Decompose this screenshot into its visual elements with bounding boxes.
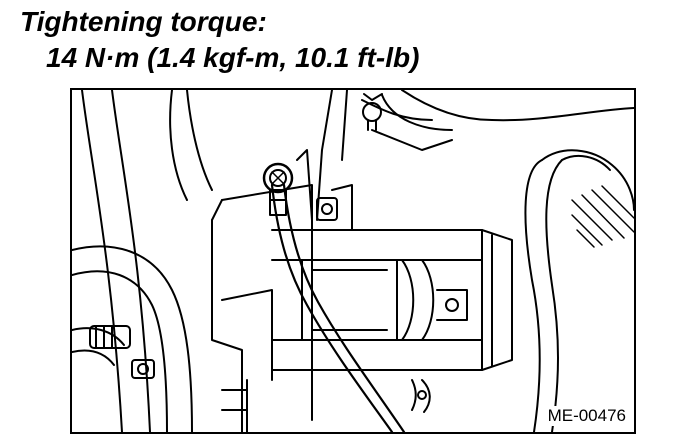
right-hoses xyxy=(381,90,634,432)
bottom-clip xyxy=(221,379,431,432)
figure-code: ME-00476 xyxy=(545,406,628,426)
terminal-bolt-icon xyxy=(262,162,294,194)
starter-motor xyxy=(271,229,513,371)
starter-cable-illustration xyxy=(72,90,634,432)
battery-cable xyxy=(269,183,406,432)
hatching xyxy=(571,185,634,248)
torque-spec: 14 N·m (1.4 kgf-m, 10.1 ft-lb) xyxy=(46,42,420,73)
mounting-bracket xyxy=(296,149,353,231)
illustration-frame: ME-00476 xyxy=(70,88,636,434)
left-hoses xyxy=(72,245,193,432)
hose-clamp xyxy=(89,325,155,379)
torque-heading: Tightening torque: xyxy=(20,6,267,37)
left-pipes xyxy=(81,90,213,432)
top-bolt xyxy=(361,93,433,131)
